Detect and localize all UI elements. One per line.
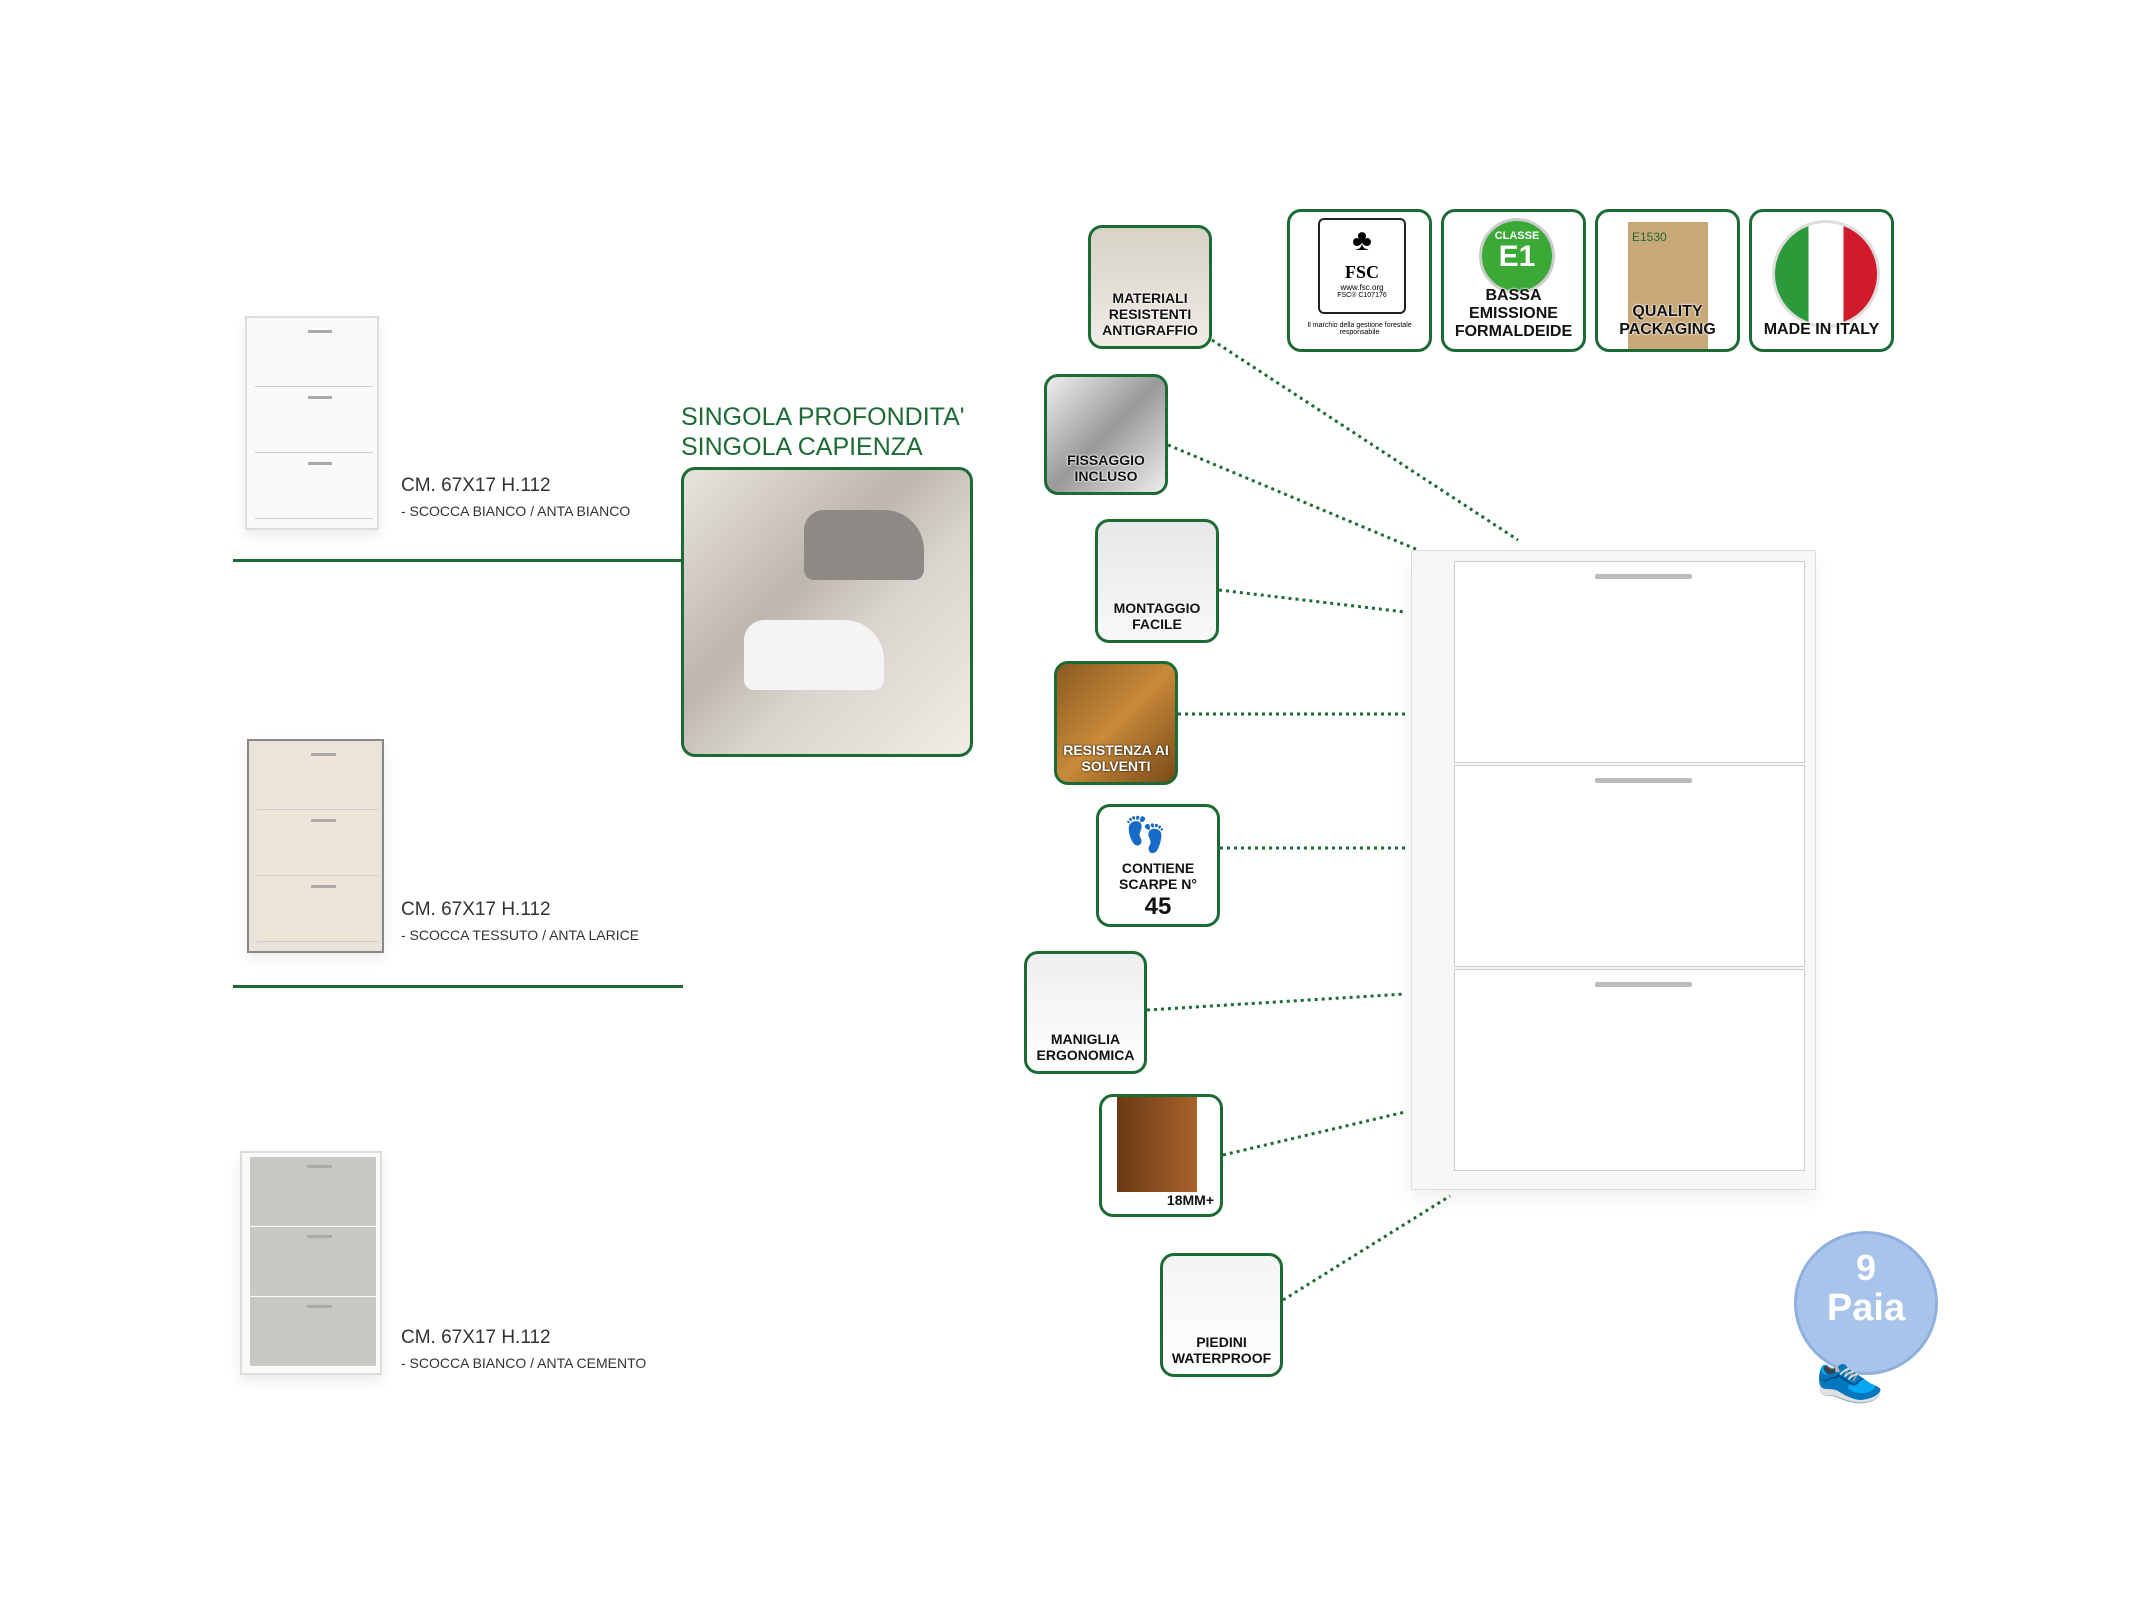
variant-finish: - SCOCCA TESSUTO / ANTA LARICE — [401, 927, 640, 943]
feature-label: CONTIENE SCARPE N° — [1119, 860, 1197, 892]
footprints-icon: 👣 — [1124, 816, 1167, 854]
packaging-badge: E1530 QUALITY PACKAGING — [1595, 209, 1740, 352]
variant-image-white — [245, 316, 379, 530]
variant-dims: CM. 67X17 H.112 — [401, 475, 551, 496]
badge-label: BASSA EMISSIONE FORMALDEIDE — [1454, 287, 1573, 340]
fsc-logo: ♣ FSC www.fsc.org FSC® C107176 — [1318, 218, 1406, 314]
feature-label: MONTAGGIO FACILE — [1113, 600, 1201, 632]
pairs-badge: 9 Paia — [1794, 1231, 1938, 1375]
headline: SINGOLA PROFONDITA' SINGOLA CAPIENZA — [681, 402, 965, 462]
fsc-badge: ♣ FSC www.fsc.org FSC® C107176 Il marchi… — [1287, 209, 1432, 352]
variant-finish: - SCOCCA BIANCO / ANTA CEMENTO — [401, 1355, 647, 1371]
fsc-caption: Il marchio della gestione forestale resp… — [1307, 322, 1412, 336]
variant-dims: CM. 67X17 H.112 — [401, 1327, 551, 1348]
feature-label: MATERIALI RESISTENTI ANTIGRAFFIO — [1102, 290, 1198, 338]
headline-line2: SINGOLA CAPIENZA — [681, 433, 923, 461]
tree-icon: ♣ — [1352, 224, 1372, 257]
shoe-count: 45 — [1144, 893, 1172, 920]
box-image: E1530 — [1628, 222, 1708, 349]
feature-montaggio: MONTAGGIO FACILE — [1095, 519, 1219, 643]
variant-finish: - SCOCCA BIANCO / ANTA BIANCO — [401, 503, 631, 519]
feature-maniglia: MANIGLIA ERGONOMICA — [1024, 951, 1147, 1074]
seal-top: CLASSE — [1494, 230, 1540, 242]
e1-badge: CLASSE E1 BASSA EMISSIONE FORMALDEIDE — [1441, 209, 1586, 352]
feature-fissaggio: FISSAGGIO INCLUSO — [1044, 374, 1168, 495]
variant-image-larice — [247, 739, 384, 953]
e1-seal: CLASSE E1 — [1479, 218, 1555, 294]
seal-main: E1 — [1498, 240, 1536, 273]
badge-label: QUALITY PACKAGING — [1619, 303, 1716, 338]
variant-image-cemento — [240, 1151, 382, 1375]
feature-scarpe: 👣 CONTIENE SCARPE N° 45 — [1096, 804, 1220, 927]
made-in-italy-badge: MADE IN ITALY — [1749, 209, 1894, 352]
feature-antigraffio: MATERIALI RESISTENTI ANTIGRAFFIO — [1088, 225, 1212, 349]
feature-label: MANIGLIA ERGONOMICA — [1036, 1031, 1135, 1063]
sneakers-icon: 👟 — [1815, 1341, 1885, 1404]
feature-label: RESISTENZA AI SOLVENTI — [1063, 742, 1169, 774]
pairs-number: 9 — [1855, 1247, 1877, 1288]
shoe-cabinet-image — [1411, 550, 1816, 1190]
pairs-label: Paia — [1826, 1287, 1906, 1329]
feature-18mm: 18MM+ — [1099, 1094, 1223, 1217]
badge-label: MADE IN ITALY — [1763, 321, 1880, 338]
fsc-url: www.fsc.org — [1340, 283, 1384, 292]
feature-piedini: PIEDINI WATERPROOF — [1160, 1253, 1283, 1377]
feature-solventi: RESISTENZA AI SOLVENTI — [1054, 661, 1178, 785]
variant-dims: CM. 67X17 H.112 — [401, 899, 551, 920]
feature-label: 18MM+ — [1166, 1192, 1214, 1208]
panel-thickness-image — [1117, 1097, 1197, 1192]
shoe-rack-photo — [681, 467, 973, 757]
divider — [233, 559, 683, 562]
feature-label: FISSAGGIO INCLUSO — [1067, 452, 1145, 484]
fsc-code: FSC® C107176 — [1337, 292, 1387, 299]
fsc-name: FSC — [1344, 262, 1379, 282]
italy-flag-icon — [1772, 220, 1880, 328]
box-text: E1530 — [1632, 230, 1667, 244]
divider — [233, 985, 683, 988]
feature-label: PIEDINI WATERPROOF — [1171, 1334, 1272, 1366]
headline-line1: SINGOLA PROFONDITA' — [681, 403, 965, 431]
